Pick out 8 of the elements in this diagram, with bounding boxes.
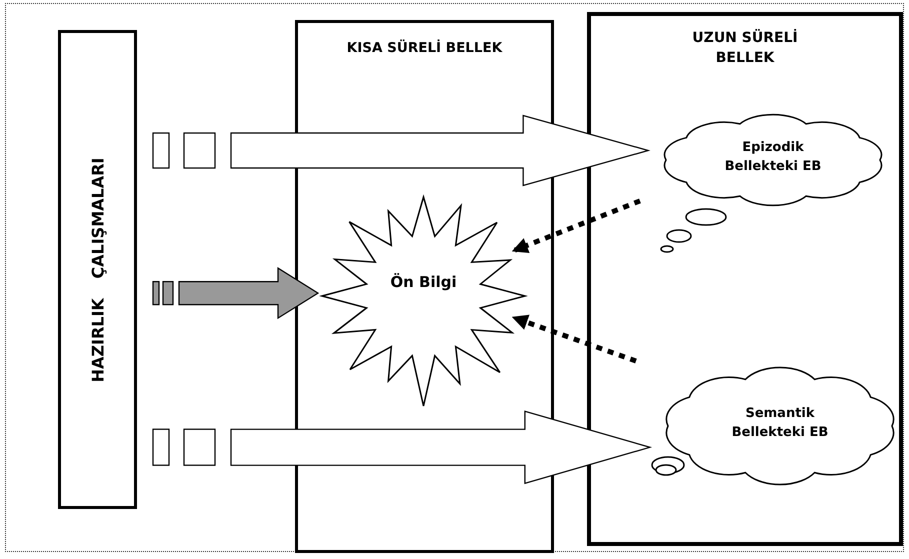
node-label: Ön Bilgi bbox=[389, 272, 458, 293]
node-label: Semantik Bellekteki EB bbox=[730, 405, 830, 442]
node-label: KISA SÜRELİ BELLEK bbox=[346, 39, 504, 58]
node-label: HAZIRLIK ÇALIŞMALARI bbox=[86, 157, 108, 382]
node-label: UZUN SÜRELİ BELLEK bbox=[691, 28, 799, 68]
node-label: Epizodik Bellekteki EB bbox=[724, 139, 822, 176]
process-box bbox=[58, 30, 137, 509]
memory-box bbox=[587, 12, 903, 546]
